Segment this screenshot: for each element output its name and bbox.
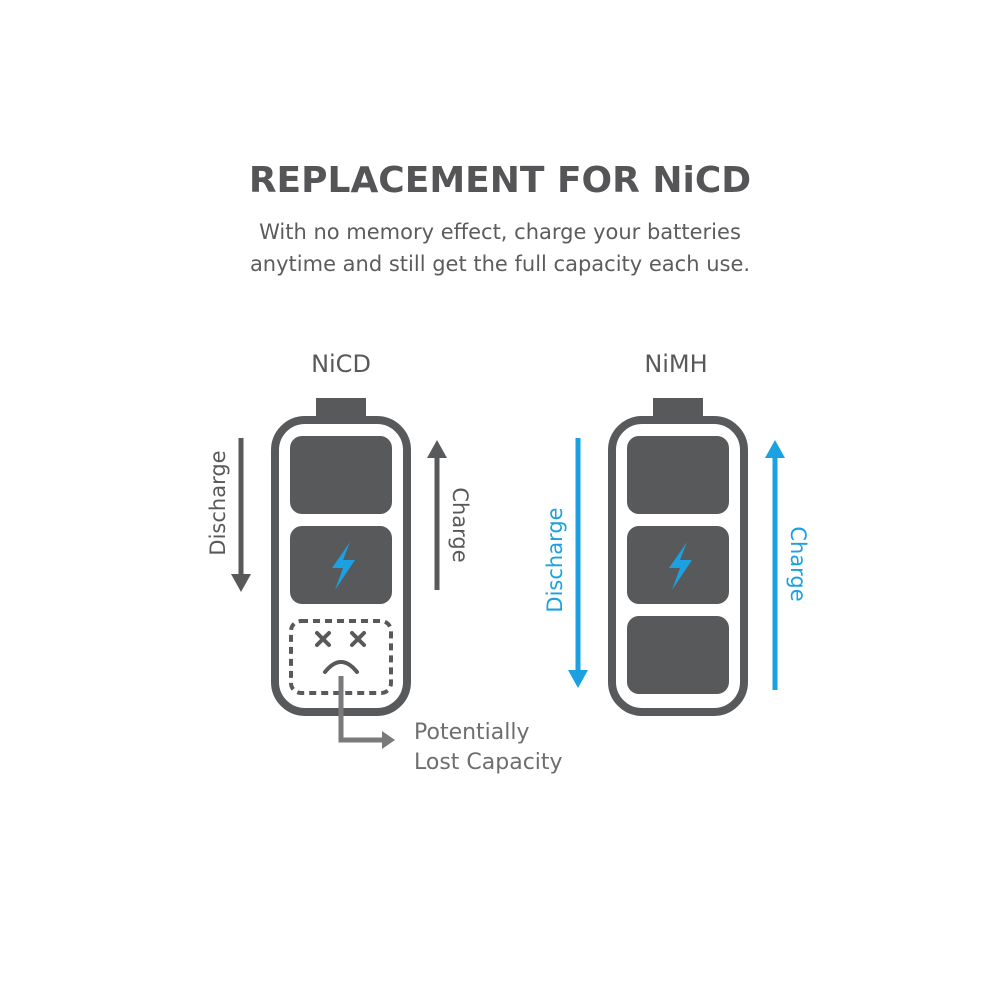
nimh-charge-label: Charge (786, 526, 810, 601)
lost-capacity-line-1: Potentially (414, 720, 530, 745)
nicd-discharge-label: Discharge (206, 450, 230, 555)
nimh-cell-bottom (627, 616, 729, 694)
nicd-label: NiCD (311, 350, 371, 378)
nimh-battery-casing (608, 416, 748, 716)
sad-face-icon (315, 631, 366, 674)
nimh-discharge-label: Discharge (543, 507, 567, 612)
page-subtitle: With no memory effect, charge your batte… (200, 216, 800, 280)
nicd-charge-arrow (427, 440, 447, 590)
nimh-cell-top (627, 436, 729, 514)
nimh-group: NiMH Discharge Charge (543, 350, 810, 716)
elbow-arrow-icon (338, 676, 395, 749)
nimh-label: NiMH (644, 350, 707, 378)
nimh-charge-arrow (765, 440, 785, 690)
page-title: REPLACEMENT FOR NiCD (248, 160, 752, 201)
nicd-discharge-arrow (231, 438, 251, 592)
nicd-lost-cell (289, 619, 393, 695)
subtitle-line-1: With no memory effect, charge your batte… (259, 220, 741, 244)
lightning-bolt-icon (332, 542, 355, 590)
down-arrow-icon (231, 574, 251, 592)
nicd-group: NiCD Potentially Lost Capacity (206, 350, 563, 775)
lightning-bolt-icon (669, 542, 692, 590)
up-arrow-icon (765, 440, 785, 458)
down-arrow-icon (568, 670, 588, 688)
nimh-discharge-arrow (568, 438, 588, 688)
nicd-cell-top (290, 436, 392, 514)
nicd-charge-label: Charge (448, 487, 472, 562)
up-arrow-icon (427, 440, 447, 458)
lost-capacity-line-2: Lost Capacity (414, 750, 563, 775)
subtitle-line-2: anytime and still get the full capacity … (249, 252, 751, 276)
